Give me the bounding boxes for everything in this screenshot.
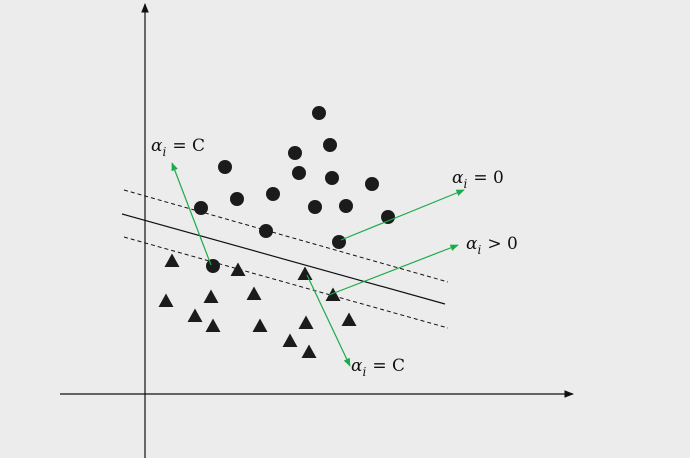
triangle-point (325, 287, 341, 301)
label-bottom-symbol: α (351, 356, 363, 376)
triangle-point (341, 312, 357, 326)
lower-margin (123, 236, 449, 329)
triangle-point (297, 266, 313, 280)
arrow-right-zero (340, 189, 465, 241)
label-right-positive-symbol: α (466, 234, 478, 254)
arrow-bottom (306, 274, 351, 367)
triangle-point (252, 318, 268, 332)
label-right-positive-relation: > 0 (487, 234, 517, 254)
label-bottom: αi = C (351, 356, 405, 379)
decision-boundary (121, 213, 446, 305)
circle-point (332, 235, 346, 249)
circle-point (381, 210, 395, 224)
triangle-point (246, 286, 262, 300)
arrow-top-left (171, 162, 212, 266)
label-bottom-relation: = C (372, 356, 405, 376)
triangle-point (205, 318, 221, 332)
triangle-point (282, 333, 298, 347)
circle-point (308, 200, 322, 214)
circle-point (339, 199, 353, 213)
circle-point (325, 171, 339, 185)
circle-point (292, 166, 306, 180)
circle-point (230, 192, 244, 206)
triangle-point (164, 253, 180, 267)
triangle-point (301, 344, 317, 358)
circle-point (218, 160, 232, 174)
triangle-point (158, 293, 174, 307)
circle-point (266, 187, 280, 201)
triangle-point (187, 308, 203, 322)
label-top-left-symbol: α (151, 136, 163, 156)
circle-point (259, 224, 273, 238)
label-top-left-relation: = C (172, 136, 205, 156)
label-right-zero-relation: = 0 (473, 168, 503, 188)
triangle-point (298, 315, 314, 329)
triangle-class-points (158, 253, 357, 358)
label-top-left-index: i (162, 145, 166, 159)
circle-point (312, 106, 326, 120)
upper-margin (123, 189, 449, 283)
label-top-left: αi = C (151, 136, 205, 159)
label-right-positive: αi > 0 (466, 234, 518, 257)
circle-point (365, 177, 379, 191)
circle-point (206, 259, 220, 273)
annotation-arrows (171, 162, 465, 367)
circle-class-points (194, 106, 395, 273)
triangle-point (230, 262, 246, 276)
arrow-right-positive (328, 244, 459, 296)
label-bottom-index: i (362, 365, 366, 379)
label-right-positive-index: i (477, 243, 481, 257)
label-right-zero: αi = 0 (452, 168, 504, 191)
circle-point (194, 201, 208, 215)
label-right-zero-symbol: α (452, 168, 464, 188)
circle-point (288, 146, 302, 160)
triangle-point (203, 289, 219, 303)
label-right-zero-index: i (463, 177, 467, 191)
circle-point (323, 138, 337, 152)
